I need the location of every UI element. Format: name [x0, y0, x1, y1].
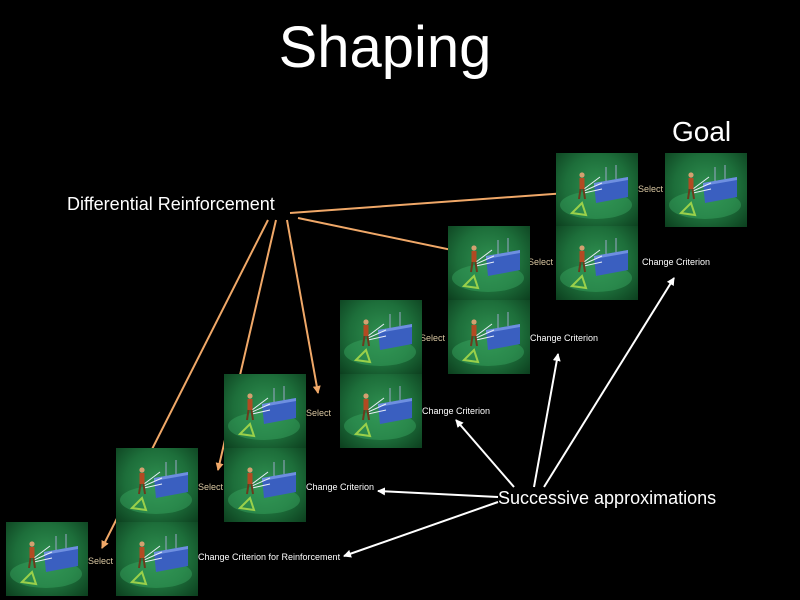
criterion-arrow-1	[377, 487, 499, 498]
change-criterion-label-5: Change Criterion for Reinforcement	[198, 552, 341, 562]
hurdle-thumbnail	[224, 374, 306, 448]
change-criterion-label-3: Change Criterion	[422, 406, 491, 416]
successive-approximations-label: Successive approximations	[498, 488, 717, 508]
hurdle-thumbnail	[556, 226, 638, 300]
hurdle-thumbnail	[6, 522, 88, 596]
slide-title: Shaping	[278, 15, 492, 80]
hurdle-thumbnail	[116, 522, 198, 596]
change-criterion-label-1: Change Criterion	[642, 257, 711, 267]
criterion-arrow-3	[533, 353, 561, 488]
hurdle-thumbnail	[448, 300, 530, 374]
differential-reinforcement-label: Differential Reinforcement	[67, 194, 275, 214]
select-arrow-3	[286, 219, 321, 394]
hurdle-thumbnail	[556, 153, 638, 227]
select-label-5: Select	[198, 482, 224, 492]
select-label-4: Select	[306, 408, 332, 418]
hurdle-thumbnail	[340, 300, 422, 374]
hurdle-thumbnail	[340, 374, 422, 448]
change-criterion-label-4: Change Criterion	[306, 482, 375, 492]
criterion-arrow-4	[543, 277, 675, 488]
change-criterion-label-2: Change Criterion	[530, 333, 599, 343]
criterion-arrow-5	[455, 419, 515, 488]
hurdle-thumbnail	[448, 226, 530, 300]
select-label-1: Select	[638, 184, 664, 194]
goal-label: Goal	[672, 116, 732, 147]
hurdle-thumbnail	[224, 448, 306, 522]
select-label-6: Select	[88, 556, 114, 566]
select-label-3: Select	[420, 333, 446, 343]
select-label-2: Select	[528, 257, 554, 267]
hurdle-thumbnail	[665, 153, 747, 227]
criterion-arrow-2	[343, 501, 499, 558]
hurdle-thumbnail	[116, 448, 198, 522]
